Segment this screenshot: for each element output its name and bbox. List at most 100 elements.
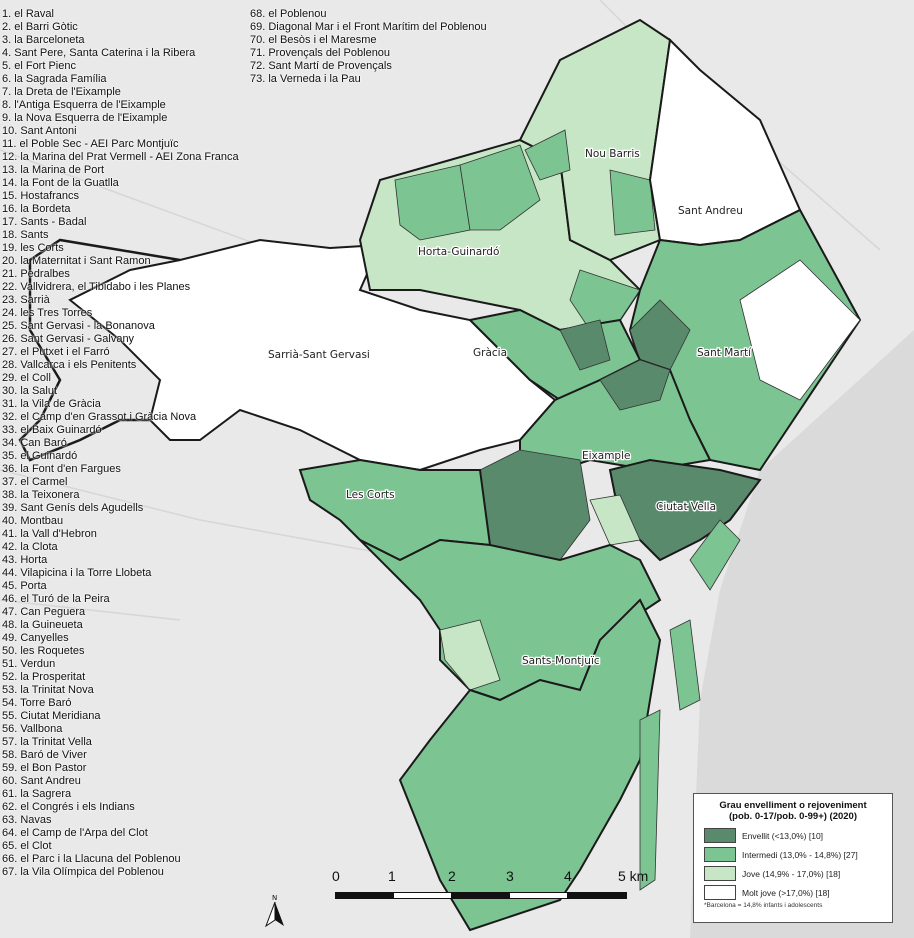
list-item: 27. el Putxet i el Farró (2, 346, 110, 358)
list-item: 11. el Poble Sec - AEI Parc Montjuïc (2, 138, 179, 150)
list-item: 10. Sant Antoni (2, 125, 77, 137)
list-item: 59. el Bon Pastor (2, 762, 87, 774)
legend-label: Molt jove (>17,0%) [18] (742, 887, 830, 898)
list-item: 31. la Vila de Gràcia (2, 398, 101, 410)
list-item: 50. les Roquetes (2, 645, 85, 657)
zone-canyelles (524, 129, 571, 181)
list-item: 70. el Besòs i el Maresme (250, 34, 377, 46)
list-item: 58. Baró de Viver (2, 749, 87, 761)
list-item: 67. la Vila Olímpica del Poblenou (2, 866, 164, 878)
district-label-horta: Horta-Guinardó (418, 246, 499, 258)
list-item: 63. Navas (2, 814, 52, 826)
list-item: 4. Sant Pere, Santa Caterina i la Ribera (2, 47, 196, 59)
list-item: 41. la Vall d'Hebron (2, 528, 97, 540)
zone-horta (459, 144, 541, 231)
legend-swatch (704, 828, 736, 843)
legend-swatch (704, 866, 736, 881)
list-item: 52. la Prosperitat (2, 671, 86, 683)
zone-montbau (394, 164, 471, 241)
list-item: 19. les Corts (2, 242, 64, 254)
list-item: 14. la Font de la Guatlla (2, 177, 119, 189)
list-item: 51. Verdun (2, 658, 56, 670)
zone-poblenou (739, 259, 861, 401)
district-label-sarria: Sarrià-Sant Gervasi (268, 349, 370, 361)
list-item: 69. Diagonal Mar i el Front Marítim del … (250, 21, 487, 33)
list-item: 23. Sarrià (2, 294, 50, 306)
port-piers (639, 519, 741, 891)
legend-label: Envellit (<13,0%) [10] (742, 830, 824, 841)
district-label-noubarris: Nou Barris (585, 148, 640, 160)
list-item: 2. el Barri Gòtic (2, 21, 78, 33)
scale-tick: 2 (448, 868, 456, 884)
district-label-ciutatvella: Ciutat Vella (656, 501, 716, 513)
district-label-lescorts: Les Corts (346, 489, 395, 501)
scale-tick: 4 (564, 868, 572, 884)
list-item: 72. Sant Martí de Provençals (250, 60, 392, 72)
list-item: 47. Can Peguera (2, 606, 86, 618)
map-legend: Grau envelliment o rejoveniment (pob. 0-… (693, 793, 893, 923)
district-label-santmarti: Sant Martí (697, 347, 752, 359)
scale-tick: 1 (388, 868, 396, 884)
list-item: 36. la Font d'en Fargues (2, 463, 121, 475)
legend-item-envellit: Envellit (<13,0%) [10] (694, 826, 892, 845)
list-item: 25. Sant Gervasi - la Bonanova (2, 320, 155, 332)
list-item: 64. el Camp de l'Arpa del Clot (2, 827, 148, 839)
list-item: 22. Vallvidrera, el Tibidabo i les Plane… (2, 281, 191, 293)
list-item: 8. l'Antiga Esquerra de l'Eixample (2, 99, 166, 111)
legend-title-line1: Grau envelliment o rejoveniment (719, 800, 867, 811)
list-item: 46. el Turó de la Peira (2, 593, 110, 605)
list-item: 20. la Maternitat i Sant Ramon (2, 255, 151, 267)
list-item: 32. el Camp d'en Grassot i Gràcia Nova (2, 411, 197, 423)
list-item: 48. la Guineueta (2, 619, 83, 631)
list-item: 26. Sant Gervasi - Galvany (2, 333, 135, 345)
legend-swatch (704, 847, 736, 862)
scale-bar: 0 1 2 3 4 5 km (330, 868, 660, 918)
zone-porta (609, 169, 656, 236)
list-item: 42. la Clota (2, 541, 58, 553)
list-item: 56. Vallbona (2, 723, 63, 735)
list-item: 35. el Guinardó (2, 450, 78, 462)
list-item: 3. la Barceloneta (2, 34, 85, 46)
list-item: 62. el Congrés i els Indians (2, 801, 135, 813)
list-item: 12. la Marina del Prat Vermell - AEI Zon… (2, 151, 239, 163)
list-item: 60. Sant Andreu (2, 775, 81, 787)
list-item: 71. Provençals del Poblenou (250, 47, 391, 59)
sea-area (690, 330, 914, 938)
scale-tick: 5 km (618, 868, 649, 884)
list-item: 68. el Poblenou (250, 8, 327, 20)
list-item: 17. Sants - Badal (2, 216, 87, 228)
list-item: 16. la Bordeta (2, 203, 71, 215)
list-item: 55. Ciutat Meridiana (2, 710, 101, 722)
legend-item-molt-jove: Molt jove (>17,0%) [18] (694, 883, 892, 902)
list-item: 39. Sant Genís dels Agudells (2, 502, 144, 514)
collserola-outline (18, 238, 181, 462)
zone-zona-franca (398, 598, 662, 932)
list-item: 53. la Trinitat Nova (2, 684, 94, 696)
legend-label: Intermedi (13,0% - 14,8%) [27] (742, 849, 858, 860)
list-item: 1. el Raval (2, 8, 54, 20)
list-item: 9. la Nova Esquerra de l'Eixample (2, 112, 168, 124)
list-item: 6. la Sagrada Família (2, 73, 107, 85)
list-item: 34. Can Baró (2, 437, 67, 449)
legend-item-intermedi: Intermedi (13,0% - 14,8%) [27] (694, 845, 892, 864)
zone-esquerra (479, 449, 591, 561)
list-item: 40. Montbau (2, 515, 64, 527)
north-arrow-icon: N (264, 892, 286, 928)
legend-title: Grau envelliment o rejoveniment (pob. 0-… (694, 794, 892, 826)
district-label-eixample: Eixample (582, 450, 630, 462)
list-item: 37. el Carmel (2, 476, 68, 488)
list-item: 38. la Teixonera (2, 489, 80, 501)
district-label-sants: Sants-Montjuïc (522, 655, 600, 667)
list-item: 33. el Baix Guinardó (2, 424, 102, 436)
scale-tick: 0 (332, 868, 340, 884)
list-item: 73. la Verneda i la Pau (250, 73, 361, 85)
list-item: 49. Canyelles (2, 632, 69, 644)
list-item: 66. el Parc i la Llacuna del Poblenou (2, 853, 181, 865)
list-item: 54. Torre Baró (2, 697, 72, 709)
list-item: 5. el Fort Pienc (2, 60, 76, 72)
legend-label: Jove (14,9% - 17,0%) [18] (742, 868, 841, 879)
district-label-gracia: Gràcia (473, 347, 507, 359)
list-item: 45. Porta (2, 580, 47, 592)
